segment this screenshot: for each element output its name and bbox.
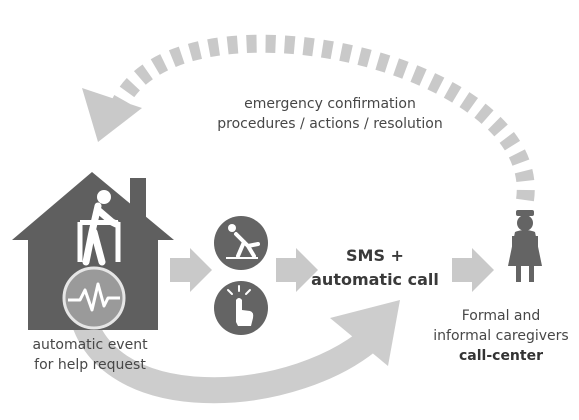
event-line-2: for help request: [34, 357, 146, 373]
confirmation-text: emergency confirmation procedures / acti…: [190, 94, 470, 134]
call-center-line: call-center: [458, 348, 543, 364]
confirmation-line-2: procedures / actions / resolution: [217, 116, 443, 132]
nurse-icon: [508, 210, 542, 282]
heartbeat-monitor-icon: [62, 266, 126, 330]
event-line-1: automatic event: [32, 337, 148, 353]
finger-press-button-icon: [214, 281, 268, 335]
bottom-sweep-arc: [67, 298, 390, 404]
automatic-call-line: automatic call: [311, 270, 439, 289]
feedback-arc-arrowhead: [82, 88, 142, 142]
arrow-sms-to-caregivers: [452, 248, 494, 292]
sms-line: SMS +: [346, 246, 404, 265]
caregivers-line-1: Formal and: [461, 308, 541, 324]
caregivers-line-2: informal caregivers: [433, 328, 569, 344]
confirmation-line-1: emergency confirmation: [244, 96, 416, 112]
feedback-dashed-arc: [109, 34, 535, 202]
event-text: automatic event for help request: [0, 335, 180, 375]
sms-call-text: SMS + automatic call: [305, 244, 445, 292]
falling-person-icon: [214, 216, 268, 270]
arrow-house-to-triggers: [170, 248, 212, 292]
arrow-triggers-to-sms: [276, 248, 318, 292]
caregivers-text: Formal and informal caregivers call-cent…: [426, 306, 576, 366]
house-with-elderly-walker-icon: [12, 172, 174, 330]
bottom-sweep-arrowhead: [330, 300, 400, 366]
